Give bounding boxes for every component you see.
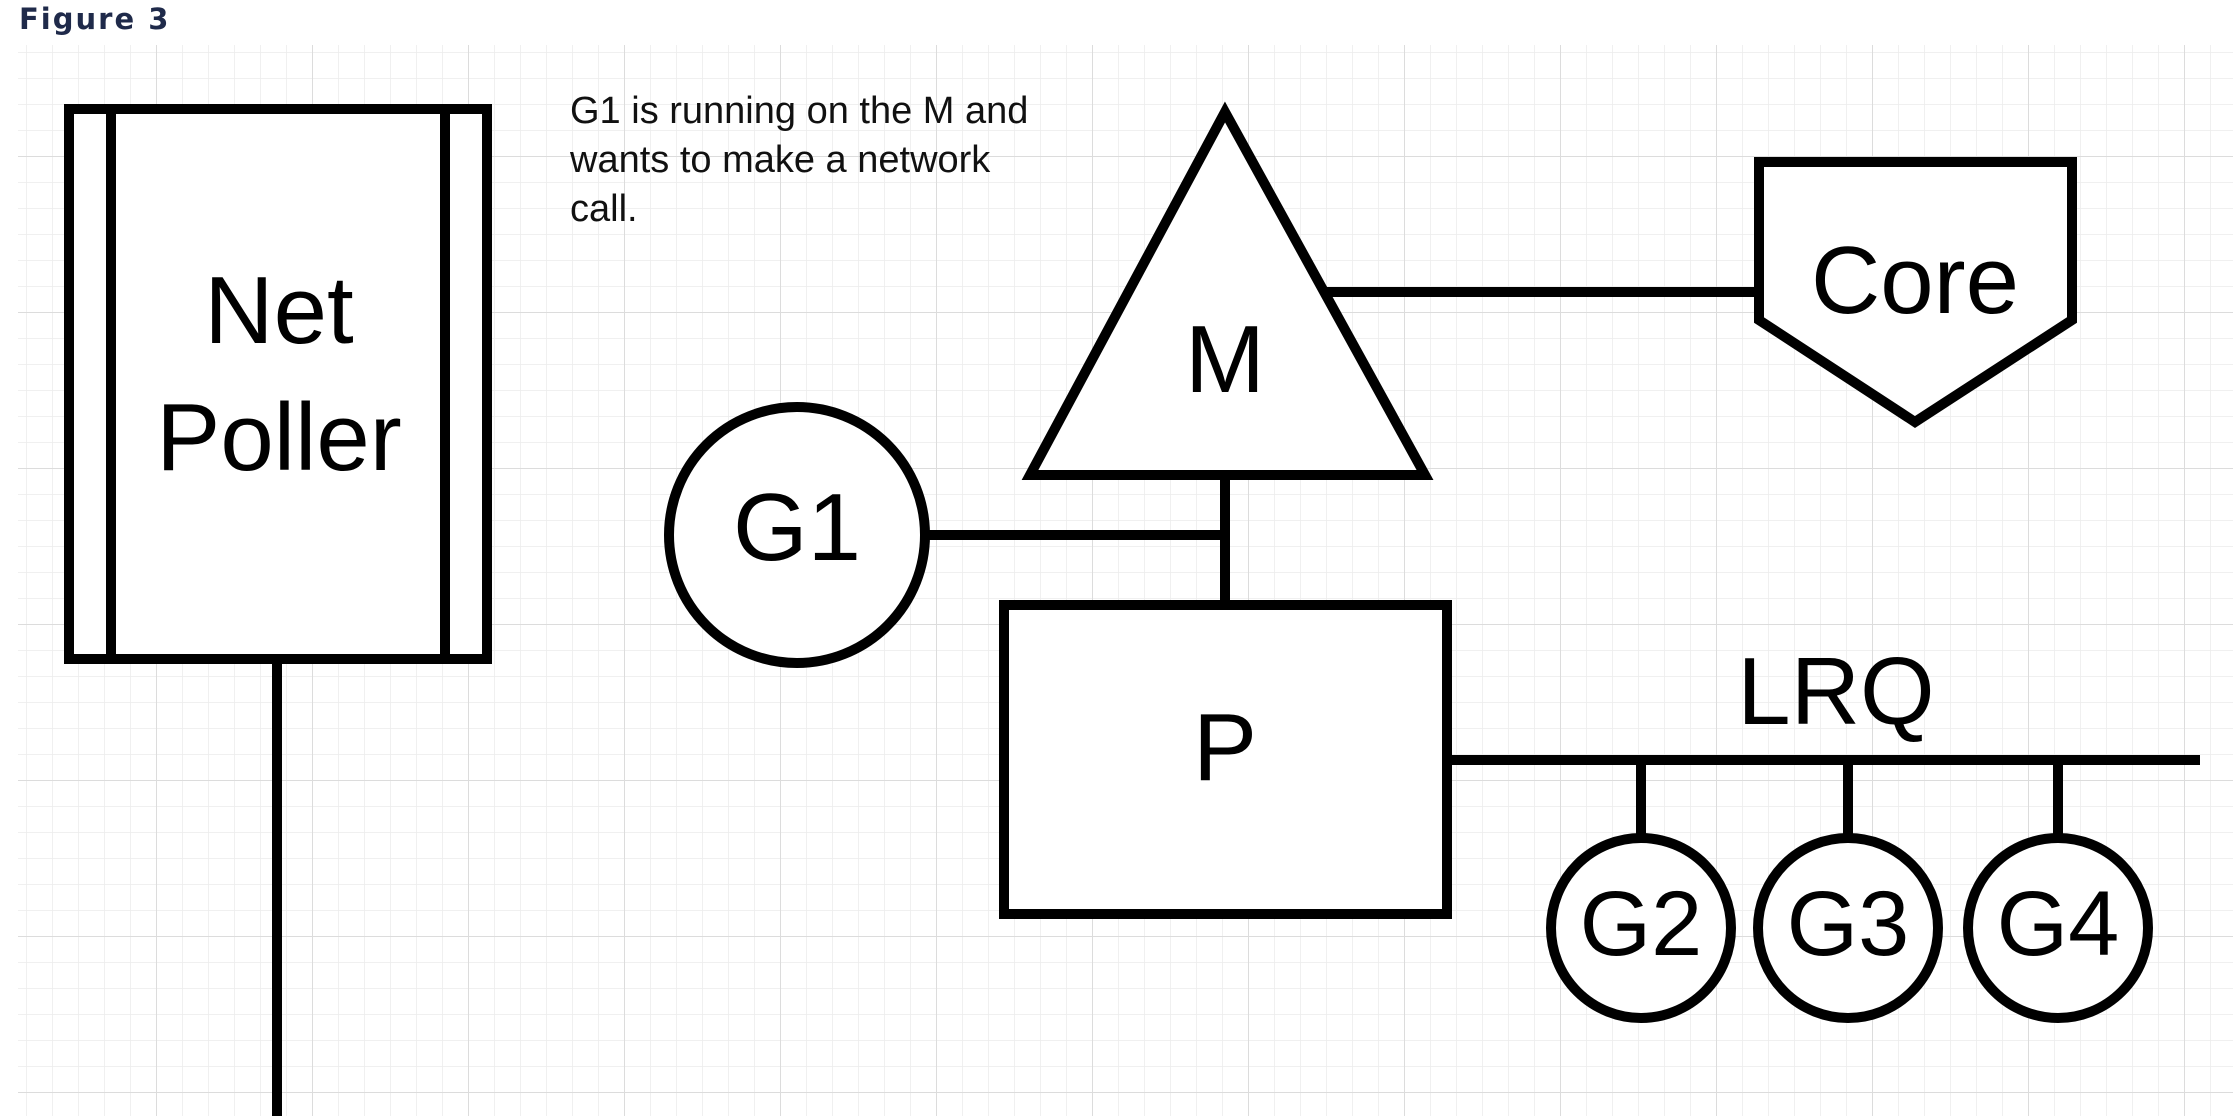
g3-label: G3 [1787,873,1910,975]
note-line-2: wants to make a network [569,139,991,181]
net-poller-label-line2: Poller [156,384,401,491]
explanation-note: G1 is running on the M and wants to make… [569,90,1028,230]
p-processor-box: P [999,600,1452,919]
p-label: P [1193,694,1257,801]
m-machine-triangle: M [1021,101,1434,480]
queued-goroutine-g3: G3 [1753,833,1943,1023]
queued-goroutine-g2: G2 [1546,833,1736,1023]
figure-label: Figure 3 [19,2,171,36]
note-line-3: call. [570,188,638,230]
lrq-label: LRQ [1737,638,1934,745]
g1-label: G1 [733,474,861,581]
g2-label: G2 [1580,873,1703,975]
net-poller-label-line1: Net [204,257,353,364]
g1-goroutine-circle: G1 [664,402,930,668]
m-label: M [1185,306,1265,413]
g4-label: G4 [1997,873,2120,975]
net-poller-box: Net Poller [64,104,492,664]
core-label: Core [1811,227,2019,334]
note-line-1: G1 is running on the M and [570,90,1028,132]
queued-goroutine-g4: G4 [1963,833,2153,1023]
core-pentagon: Core [1754,157,2077,428]
